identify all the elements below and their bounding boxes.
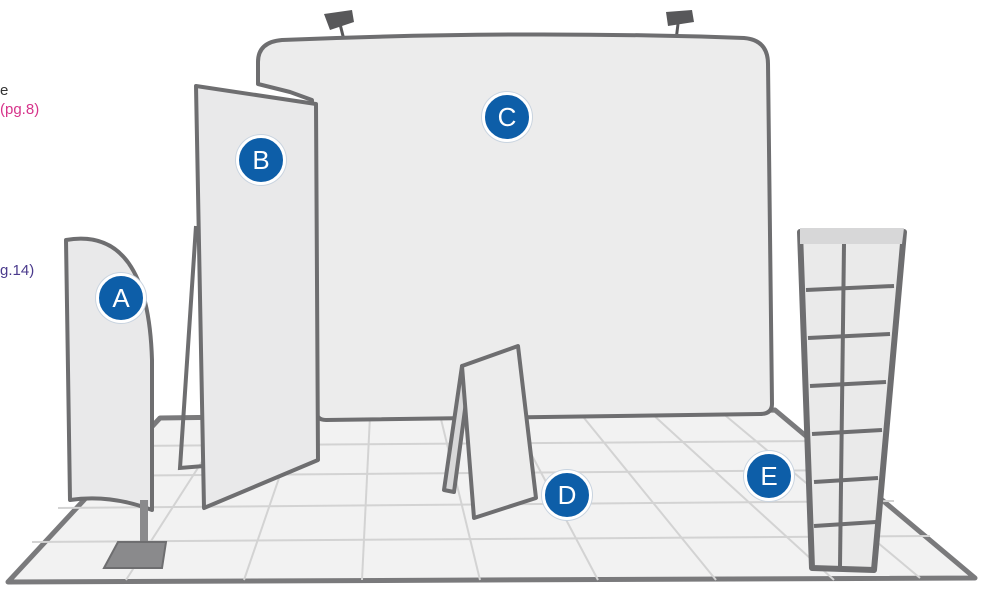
badge-c: C <box>482 92 532 142</box>
side-note-page-ref-pink: (pg.8) <box>0 101 39 119</box>
side-note-page-ref-purple: g.14) <box>0 262 34 280</box>
badge-b: B <box>236 135 286 185</box>
badge-e: E <box>744 451 794 501</box>
side-note-line1: e <box>0 82 8 100</box>
badge-a: A <box>96 273 146 323</box>
badge-d: D <box>542 470 592 520</box>
